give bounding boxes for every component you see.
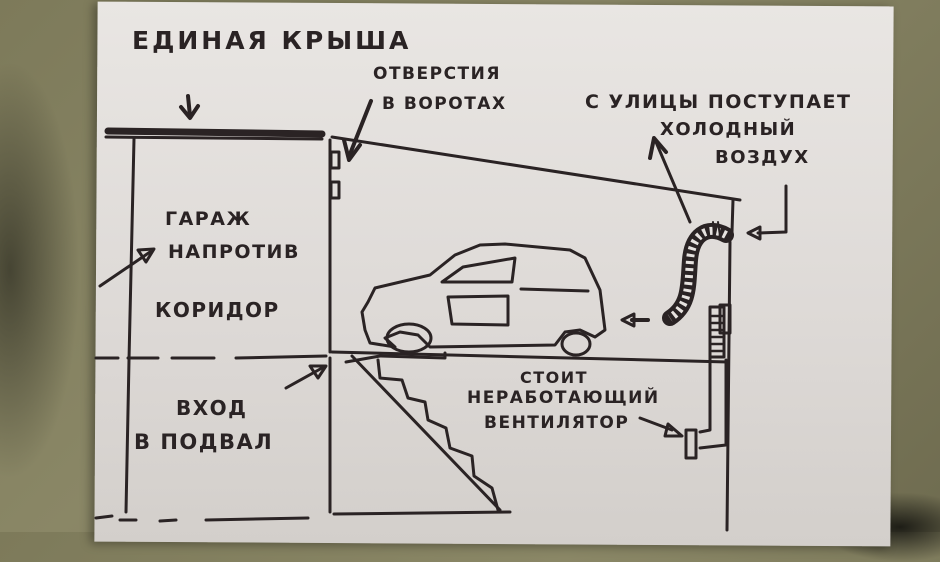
non-working-fan bbox=[684, 428, 698, 460]
cold-air-label: С улицы поступает bbox=[585, 91, 852, 113]
garage-floor bbox=[330, 350, 730, 364]
corridor-label: Коридор bbox=[155, 298, 280, 322]
cold-air-arrow-icon bbox=[648, 136, 692, 224]
gate-holes bbox=[329, 150, 341, 200]
car bbox=[360, 242, 607, 357]
fan-label-line3: вентилятор bbox=[484, 413, 630, 433]
basement-entry-arrow-icon bbox=[284, 364, 328, 390]
gate-holes-label: Отверстия bbox=[373, 64, 501, 84]
left-wall bbox=[124, 137, 136, 514]
basement-boundary-dashed bbox=[94, 514, 310, 523]
flexible-intake-duct bbox=[662, 221, 734, 326]
garage-opposite-label: Гараж bbox=[165, 208, 252, 230]
garage-roof bbox=[330, 135, 742, 202]
outside-air-arrow-icon bbox=[746, 184, 788, 241]
garage-opposite-arrow-icon bbox=[98, 247, 156, 288]
garage-opposite-label-line2: напротив bbox=[168, 241, 300, 263]
basement-entry-label-line2: в подвал bbox=[134, 430, 274, 454]
vertical-duct bbox=[698, 303, 732, 450]
garage-ventilation-diagram bbox=[94, 94, 788, 532]
gate-holes-arrow-icon bbox=[342, 99, 373, 162]
cold-air-label-line2: холодный bbox=[660, 119, 797, 140]
duct-pointer-arrow-icon bbox=[620, 312, 650, 328]
corridor-boundary-dashed bbox=[94, 354, 328, 360]
right-wall bbox=[725, 198, 735, 532]
gate-holes-label-line2: в воротах bbox=[382, 94, 507, 114]
fan-label: стоит bbox=[520, 368, 589, 387]
basement-floor bbox=[332, 510, 512, 516]
fan-label-line2: неработающий bbox=[467, 388, 660, 408]
background-shadow bbox=[0, 60, 80, 480]
cold-air-label-line3: воздух bbox=[715, 147, 810, 168]
basement-staircase bbox=[344, 351, 502, 512]
roof-arrow-icon bbox=[179, 94, 200, 120]
basement-entry-label: Вход bbox=[176, 396, 248, 420]
shared-roof bbox=[104, 127, 326, 141]
fan-arrow-icon bbox=[638, 416, 684, 438]
roof-label: Единая крыша bbox=[132, 26, 412, 55]
